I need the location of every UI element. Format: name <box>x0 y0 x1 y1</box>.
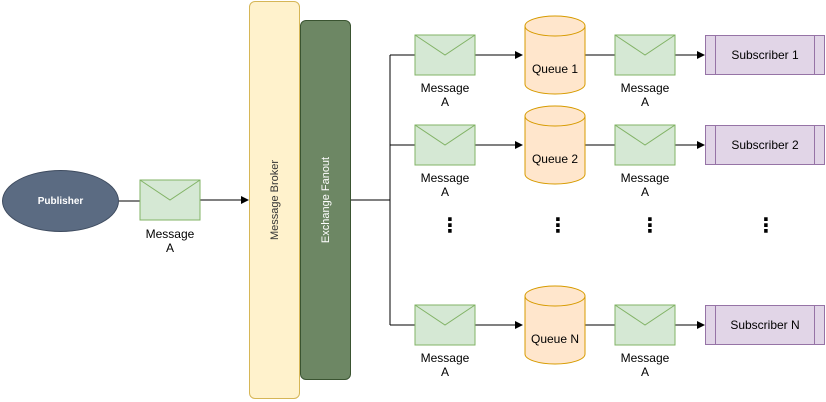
publisher-label: Publisher <box>37 195 84 207</box>
publisher-envelope-icon <box>139 179 201 221</box>
ellipsis-subscribers: ⋮ <box>756 213 776 237</box>
row2-out-message-label: Message A <box>605 171 685 199</box>
row1-out-envelope-icon <box>614 34 676 76</box>
rowN-out-envelope-icon <box>614 304 676 346</box>
queue-1-label: Queue 1 <box>532 62 578 76</box>
row1-out-message-line2: A <box>640 95 649 109</box>
queue-1: Queue 1 <box>524 15 586 95</box>
row2-in-message-line2: A <box>440 185 449 199</box>
row1-in-message-line1: Message <box>420 81 470 95</box>
message-broker-label: Message Broker <box>268 159 281 241</box>
ellipsis-messages-in: ⋮ <box>440 213 460 237</box>
row2-out-message-line2: A <box>640 185 649 199</box>
queue-2-label: Queue 2 <box>532 152 578 166</box>
row1-in-message-label: Message A <box>405 81 485 109</box>
subscriber-1-label: Subscriber 1 <box>731 48 799 62</box>
row2-in-message-line1: Message <box>420 171 470 185</box>
ellipsis-messages-out: ⋮ <box>640 213 660 237</box>
queue-n: Queue N <box>524 285 586 365</box>
rowN-out-message-label: Message A <box>605 351 685 379</box>
row2-in-envelope-icon <box>414 124 476 166</box>
row2-out-envelope-icon <box>614 124 676 166</box>
publisher-node: Publisher <box>2 170 119 232</box>
rowN-in-message-line1: Message <box>420 351 470 365</box>
row1-out-message-label: Message A <box>605 81 685 109</box>
rowN-out-message-line2: A <box>640 365 649 379</box>
publisher-message-line2: A <box>165 241 174 255</box>
subscriber-2-label: Subscriber 2 <box>731 138 799 152</box>
subscriber-1: Subscriber 1 <box>705 35 825 75</box>
subscriber-n: Subscriber N <box>705 305 825 345</box>
subscriber-2: Subscriber 2 <box>705 125 825 165</box>
exchange-fanout: Exchange Fanout <box>300 20 351 380</box>
row1-out-message-line1: Message <box>620 81 670 95</box>
queue-2: Queue 2 <box>524 105 586 185</box>
exchange-fanout-label: Exchange Fanout <box>319 156 332 244</box>
ellipsis-queues: ⋮ <box>548 213 568 237</box>
message-broker: Message Broker <box>249 1 300 399</box>
subscriber-n-label: Subscriber N <box>730 318 800 332</box>
row1-in-envelope-icon <box>414 34 476 76</box>
rowN-out-message-line1: Message <box>620 351 670 365</box>
rowN-in-message-label: Message A <box>405 351 485 379</box>
queue-n-label: Queue N <box>531 332 579 346</box>
rowN-in-message-line2: A <box>440 365 449 379</box>
row2-out-message-line1: Message <box>620 171 670 185</box>
publisher-message-label: Message A <box>130 227 210 255</box>
row2-in-message-label: Message A <box>405 171 485 199</box>
row1-in-message-line2: A <box>440 95 449 109</box>
publisher-message-line1: Message <box>145 227 195 241</box>
rowN-in-envelope-icon <box>414 304 476 346</box>
